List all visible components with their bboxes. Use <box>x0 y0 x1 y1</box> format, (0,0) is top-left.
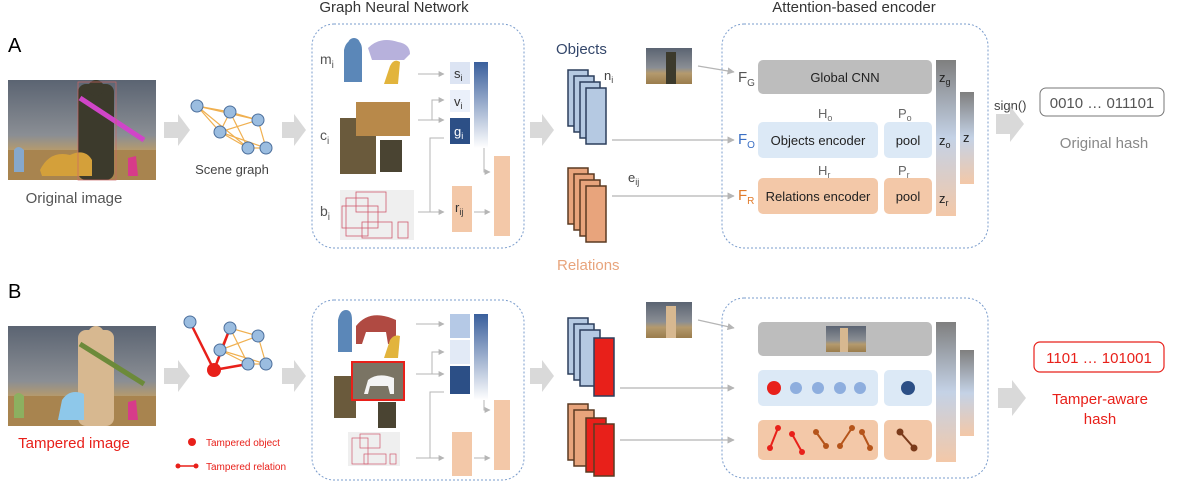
panel-a-label: A <box>8 35 22 57</box>
scene-graph-caption: Scene graph <box>195 162 269 177</box>
flow-arrow <box>996 106 1024 142</box>
tampered-z-concat-bar <box>936 322 956 462</box>
svg-text:vi: vi <box>454 94 463 111</box>
objects-title: Objects <box>556 41 607 58</box>
z-label: z <box>963 130 970 145</box>
f-r-label: FR <box>738 187 754 207</box>
p-o-label: Po <box>898 106 912 123</box>
objects-encoder-label: Objects encoder <box>771 133 866 148</box>
g-node <box>450 118 470 144</box>
original-image-caption: Original image <box>26 190 123 207</box>
tamper-aware-hash-box <box>1033 341 1165 373</box>
legend-relation-label: Tampered relation <box>206 462 286 473</box>
svg-text:si: si <box>454 66 463 83</box>
tamper-aware-hash-caption-line2: hash <box>1084 411 1117 428</box>
flow-arrow <box>282 114 306 146</box>
flow-arrow <box>164 360 190 392</box>
encoder-input-arrows <box>612 65 735 200</box>
tampered-r-node <box>452 432 472 476</box>
global-cnn-block <box>758 60 932 94</box>
f-o-label: FO <box>738 131 755 151</box>
tampered-object-feature-bar <box>474 314 488 400</box>
gnn-header: Graph Neural Network <box>319 0 469 16</box>
tampered-s-node <box>450 314 470 338</box>
encoder-box <box>721 23 989 249</box>
objects-encoder-block <box>758 122 878 158</box>
objects-pool-label: pool <box>896 133 921 148</box>
tampered-boxes <box>348 432 400 466</box>
flow-arrow <box>530 360 554 392</box>
relations-stack <box>567 167 607 243</box>
flow-arrow <box>530 114 554 146</box>
relations-symbol: eij <box>628 170 639 187</box>
p-r-label: Pr <box>898 163 910 180</box>
svg-text:rij: rij <box>455 200 463 217</box>
relations-pool-label: pool <box>896 189 921 204</box>
bounding-boxes <box>340 190 414 240</box>
tamper-aware-hash-value: 1101 … 101001 <box>1046 350 1152 367</box>
flow-arrow <box>282 360 306 392</box>
svg-text:gi: gi <box>454 124 463 141</box>
input-c-label: ci <box>320 127 329 147</box>
original-image <box>8 80 156 181</box>
tampered-v-node <box>450 340 470 364</box>
tampered-relations-stack <box>567 403 615 477</box>
input-b-label: bi <box>320 203 330 223</box>
scene-graph-nodes <box>190 99 273 155</box>
objects-pool-block <box>884 122 932 158</box>
input-m-label: mi <box>320 51 334 71</box>
relation-feature-bar <box>494 156 510 236</box>
tampered-node <box>207 363 221 377</box>
z-concat-bar <box>936 60 956 216</box>
tampered-relations-encoder-block <box>758 420 878 460</box>
object-feature-bar <box>474 62 488 148</box>
r-node <box>452 186 472 232</box>
original-hash-box <box>1039 87 1165 117</box>
tampered-g-node <box>450 366 470 394</box>
tampered-image <box>8 326 156 426</box>
objects-stack <box>567 69 607 145</box>
tampered-encoder-box <box>721 297 989 479</box>
z-g-label: zg <box>939 70 951 87</box>
objects-symbol: ni <box>604 68 613 85</box>
z-bar <box>960 92 974 184</box>
legend-object-label: Tampered object <box>206 438 280 449</box>
gnn-box <box>311 23 525 249</box>
flow-arrow <box>164 114 190 146</box>
sign-label: sign() <box>994 98 1027 113</box>
tampered-crops <box>334 361 405 428</box>
encoder-header: Attention-based encoder <box>772 0 935 16</box>
original-hash-value: 0010 … 011101 <box>1050 95 1155 112</box>
s-node <box>450 62 470 84</box>
legend-object-icon <box>188 438 196 446</box>
tampered-relation-feature-bar <box>494 400 510 470</box>
gnn-arrows <box>418 71 491 215</box>
tampered-scene-graph-nodes <box>183 315 273 371</box>
h-r-label: Hr <box>818 163 830 180</box>
original-hash-caption: Original hash <box>1060 135 1148 152</box>
global-cnn-label: Global CNN <box>810 70 879 85</box>
h-o-label: Ho <box>818 106 832 123</box>
relations-encoder-block <box>758 178 878 214</box>
tampered-masks <box>338 310 400 358</box>
tampered-gnn-box <box>311 299 525 481</box>
panel-b-label: B <box>8 281 21 303</box>
relations-title: Relations <box>557 257 620 274</box>
v-node <box>450 90 470 112</box>
tampered-z-bar <box>960 350 974 436</box>
z-r-label: zr <box>939 191 949 208</box>
object-crops <box>340 102 410 174</box>
flow-arrow <box>998 380 1026 416</box>
tampered-image-caption: Tampered image <box>18 435 130 452</box>
tamper-aware-hash-caption-line1: Tamper-aware <box>1052 391 1148 408</box>
relations-encoder-label: Relations encoder <box>766 189 871 204</box>
z-o-label: zo <box>939 133 951 150</box>
object-masks <box>344 38 410 84</box>
f-g-label: FG <box>738 69 755 89</box>
tampered-objects-stack <box>567 317 615 397</box>
relations-pool-block <box>884 178 932 214</box>
